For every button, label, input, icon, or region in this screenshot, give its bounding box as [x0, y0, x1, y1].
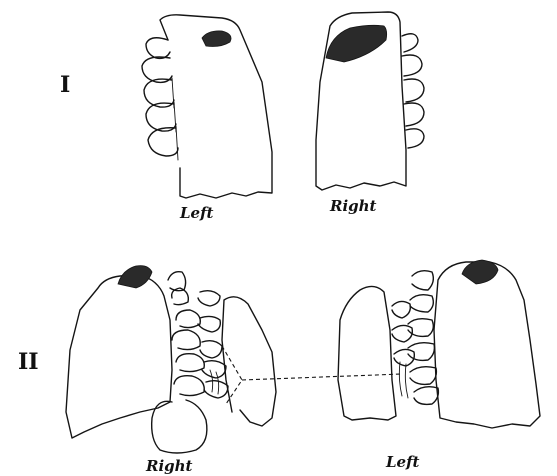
specimen-i-left — [142, 15, 272, 198]
caption-i-left: Left — [179, 204, 214, 222]
group-label-i: I — [60, 72, 70, 98]
specimen-i-left-teeth — [142, 38, 178, 160]
specimen-i-right-worn-facet — [326, 25, 387, 62]
caption-ii-right: Right — [145, 457, 193, 475]
specimen-ii-left-inner-body — [338, 286, 396, 420]
specimen-i-left-worn-facet — [202, 31, 231, 47]
specimen-ii-right-bulb — [152, 400, 207, 453]
specimen-ii-right-teeth — [168, 272, 228, 398]
group-label-ii: II — [18, 349, 39, 375]
specimen-ii-right-worn-facet — [118, 266, 152, 288]
specimen-ii-right-outer-body — [66, 275, 172, 438]
caption-ii-left: Left — [385, 453, 420, 471]
specimen-ii-right-inner-body — [222, 297, 276, 426]
caption-i-right: Right — [329, 197, 377, 215]
specimen-ii-left-outer-body — [434, 262, 540, 428]
specimen-ii-left-worn-facet — [462, 260, 498, 284]
specimen-ii-right — [66, 266, 276, 453]
comparison-dashed-lines — [222, 346, 402, 404]
specimen-ii-left-teeth — [392, 271, 438, 405]
specimen-ii-left — [338, 260, 540, 428]
specimen-i-right — [316, 12, 424, 190]
